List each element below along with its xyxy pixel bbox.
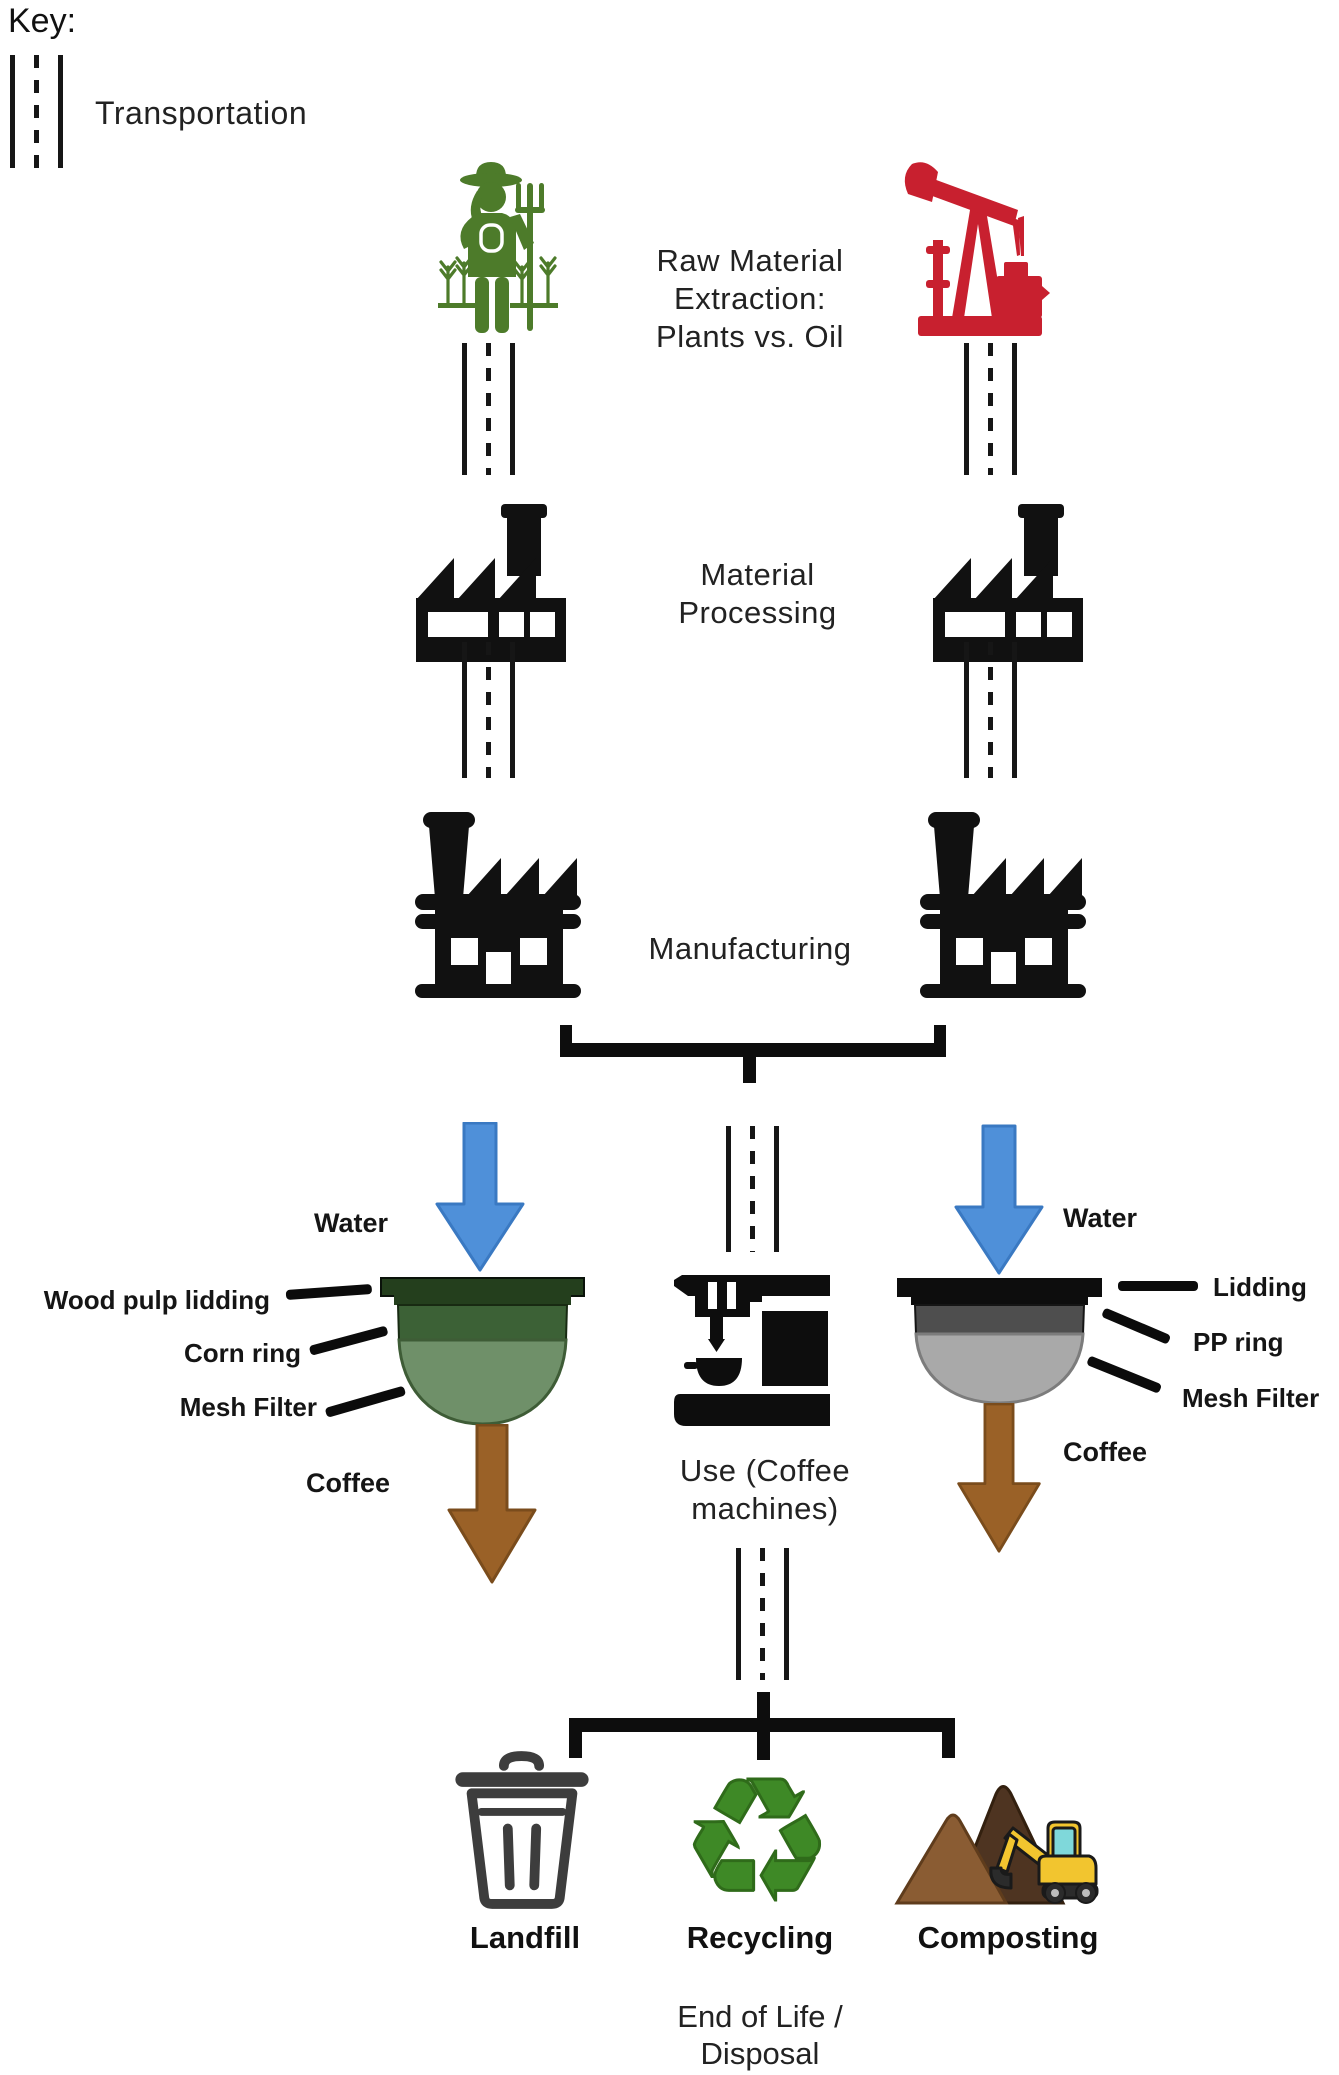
road-line [510,642,515,778]
lidding-label-right: Lidding [1213,1272,1307,1302]
oil-pump-icon [904,162,1050,336]
factory-manufacturing-right-icon [920,812,1086,998]
road-dash-line [34,55,39,168]
water-label-right: Water [1063,1203,1138,1233]
filter-label-left: Mesh Filter [179,1392,317,1422]
stage-material-processing-line1: Material [700,557,815,592]
stage-use-line1: Use (Coffee [679,1453,851,1488]
ring-label-left: Corn ring [184,1338,301,1368]
coffee-label-left: Coffee [305,1468,390,1498]
stage-use-line2: machines) [691,1491,839,1526]
road-line [736,1548,741,1680]
coffee-arrow-right-icon [957,1403,1041,1553]
road-dash-line [760,1548,765,1680]
road-line [462,642,467,778]
ring-callout-line-right [1101,1307,1172,1345]
transport-right-2-icon [964,642,1017,778]
stage-end-of-life: End of Life / Disposal [590,1998,930,2072]
road-dash-line [988,343,993,475]
road-dash-line [750,1126,755,1252]
stage-end-of-life-line2: Disposal [700,2036,820,2071]
merge-bracket-stem [743,1052,756,1083]
road-line [726,1126,731,1252]
road-dash-line [486,343,491,475]
road-line [964,642,969,778]
lidding-callout-line-right [1118,1281,1198,1291]
coffee-pod-left-icon [380,1277,585,1426]
road-line [964,343,969,475]
road-line [1012,642,1017,778]
road-line [10,55,15,168]
lidding-callout-line-left [285,1284,373,1300]
key-title: Key: [8,2,77,40]
split-bracket-left-tick [569,1718,582,1758]
compost-pile-excavator-icon [894,1785,1099,1905]
filter-label-right: Mesh Filter [1182,1383,1320,1413]
recycling-icon: ♻ [678,1740,835,1941]
coffee-pod-right-icon [897,1278,1102,1405]
ring-label-right: PP ring [1193,1327,1284,1357]
transportation-legend-icon [10,55,63,168]
stage-raw-material-line2: Extraction: [674,281,826,316]
transportation-label: Transportation [95,95,308,131]
stage-raw-material-line3: Plants vs. Oil [656,319,844,354]
stage-end-of-life-line1: End of Life / [677,1999,843,2034]
transport-left-1-icon [462,343,515,475]
lidding-label-left: Wood pulp lidding [43,1285,270,1315]
road-line [1012,343,1017,475]
coffee-label-right: Coffee [1063,1437,1148,1467]
road-line [462,343,467,475]
road-dash-line [988,642,993,778]
stage-raw-material: Raw Material Extraction: Plants vs. Oil [580,242,920,356]
transport-center-1-icon [726,1126,779,1252]
road-line [510,343,515,475]
stage-material-processing-line2: Processing [678,595,837,630]
transport-center-2-icon [736,1548,789,1680]
road-line [774,1126,779,1252]
split-bracket-bar [569,1718,955,1732]
stage-material-processing: Material Processing [600,556,915,632]
stage-use: Use (Coffee machines) [600,1452,930,1528]
road-dash-line [486,642,491,778]
stage-manufacturing: Manufacturing [648,931,852,966]
farmer-icon [438,162,558,333]
transport-left-2-icon [462,642,515,778]
ring-callout-line-left [308,1325,389,1356]
water-arrow-right-icon [954,1124,1044,1275]
water-arrow-left-icon [435,1122,525,1272]
coffee-arrow-left-icon [447,1424,537,1584]
road-line [784,1548,789,1680]
road-line [58,55,63,168]
stage-raw-material-line1: Raw Material [656,243,844,278]
factory-manufacturing-left-icon [415,812,581,998]
split-bracket-right-tick [942,1718,955,1758]
composting-label: Composting [917,1920,1099,1955]
coffee-machine-icon [674,1275,830,1426]
factory-processing-right-icon [933,504,1083,662]
water-label-left: Water [313,1208,388,1238]
recycling-label: Recycling [686,1920,834,1955]
trash-can-icon [455,1751,589,1909]
merge-bracket-bar [560,1043,946,1057]
merge-bracket-right-tick [934,1025,946,1057]
landfill-label: Landfill [469,1920,581,1955]
transport-right-1-icon [964,343,1017,475]
factory-processing-left-icon [416,504,566,662]
